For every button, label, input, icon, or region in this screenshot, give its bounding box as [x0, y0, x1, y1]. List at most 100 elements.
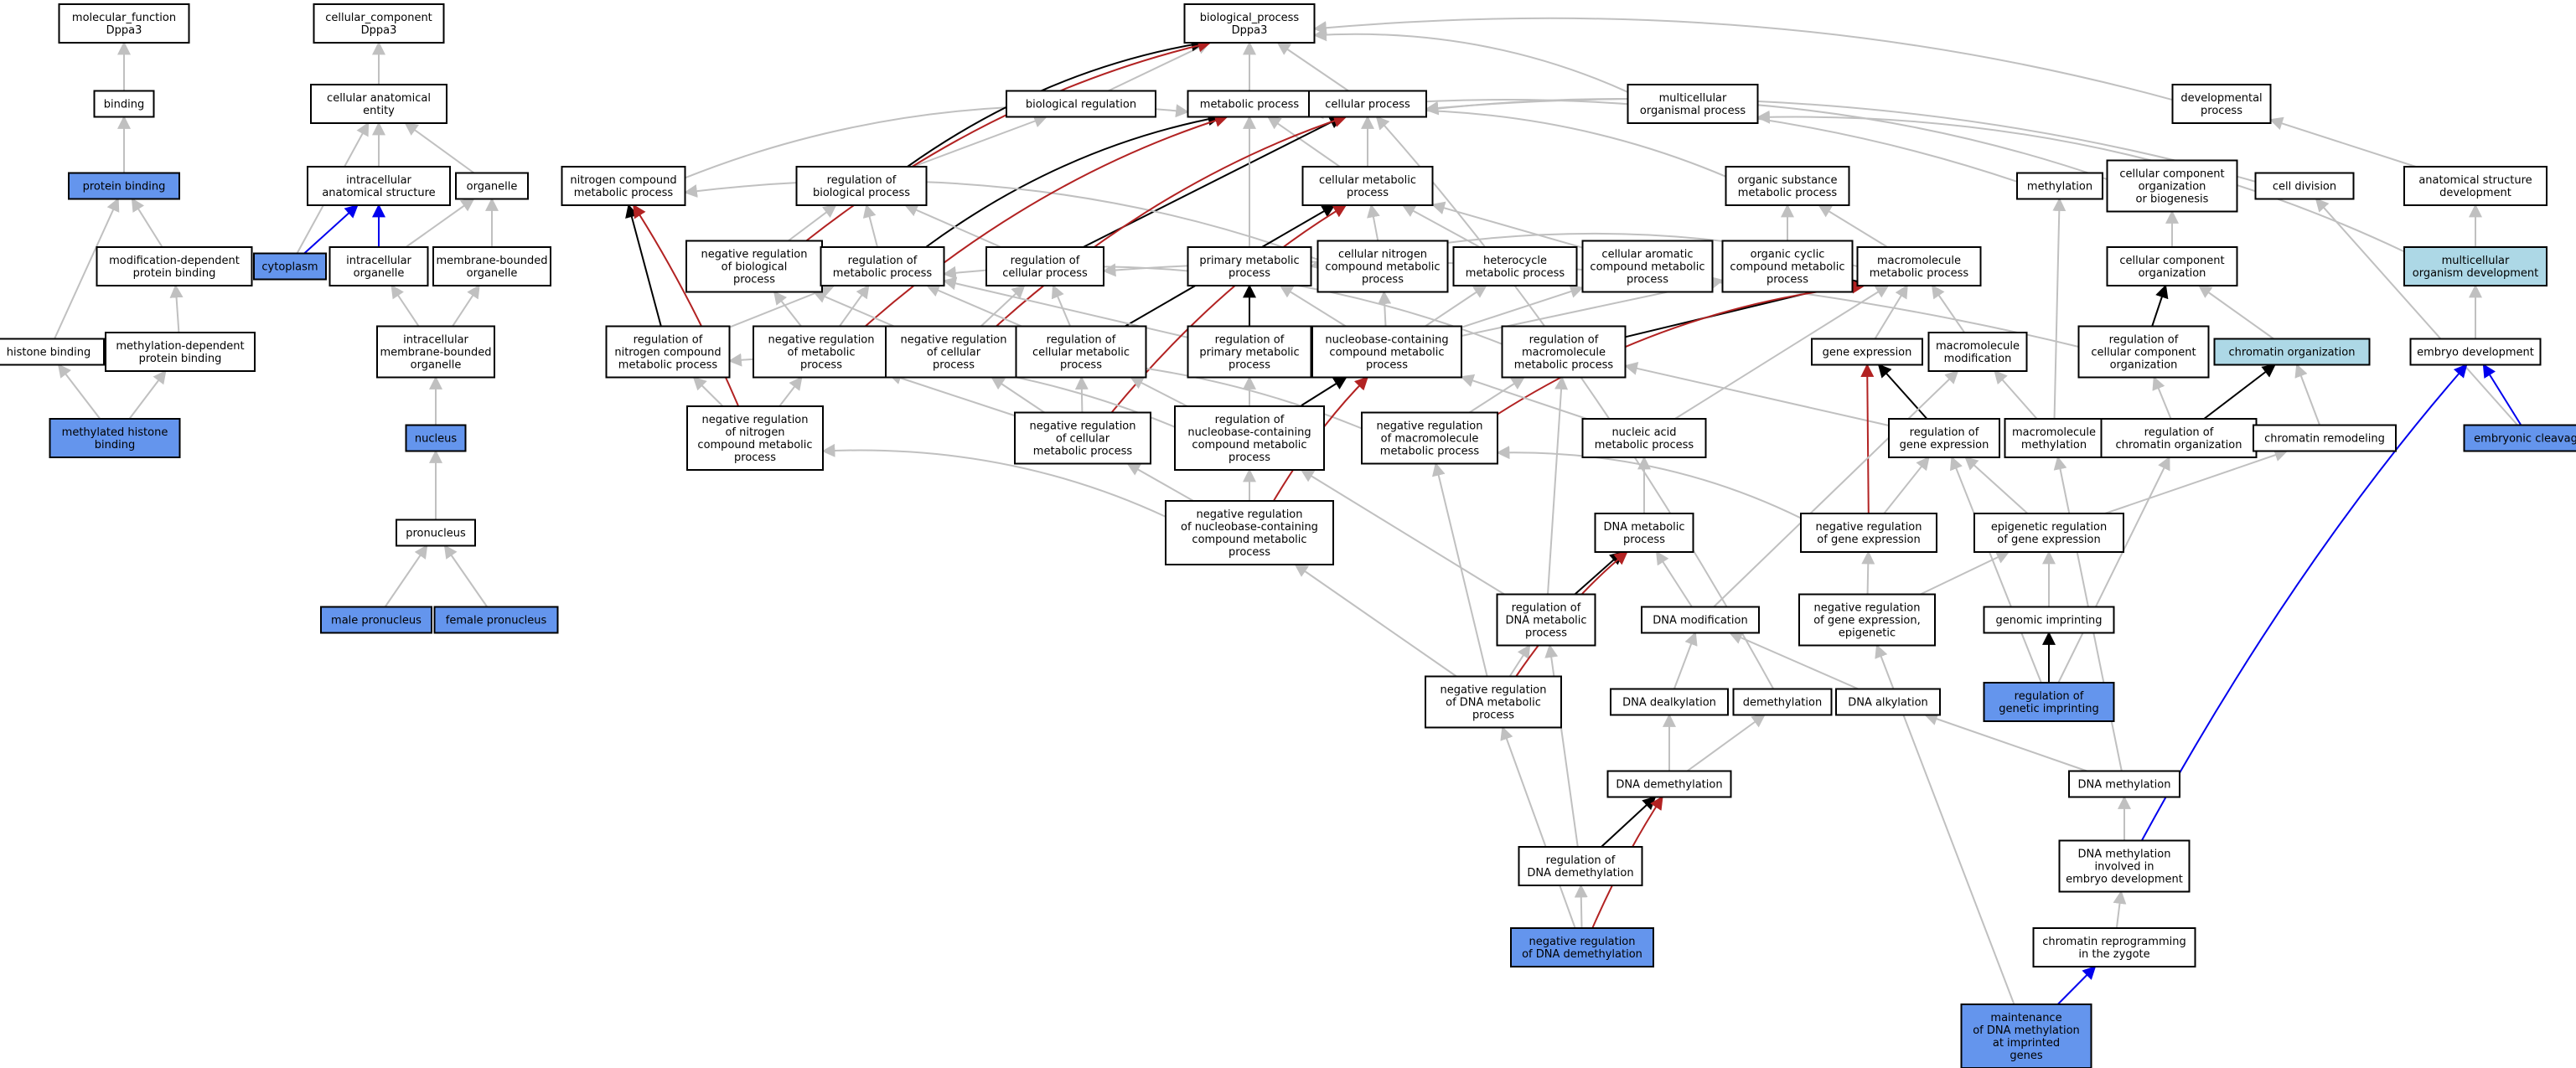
node-box [1301, 166, 1434, 206]
go-term-node-histone-binding[interactable]: histone binding [0, 338, 105, 366]
go-term-node-metabolic[interactable]: metabolic process [1187, 90, 1312, 118]
go-term-node-chromatin-remodeling[interactable]: chromatin remodeling [2253, 424, 2397, 452]
node-label-line: binding [95, 439, 135, 451]
node-label-line: demethylation [1743, 697, 1822, 709]
go-term-node-demethylation[interactable]: demethylation [1732, 688, 1833, 716]
edge-is-a [1312, 17, 2173, 101]
go-term-node-dna-mod[interactable]: DNA modification [1641, 606, 1760, 634]
go-term-node-cytoplasm[interactable]: cytoplasm [253, 252, 327, 281]
node-box [1798, 593, 1936, 647]
go-term-node-binding[interactable]: binding [93, 90, 155, 118]
go-term-node-female-pronucleus[interactable]: female pronucleus [433, 606, 559, 634]
node-label-line: metabolic process [1200, 99, 1300, 111]
edge-is-a [1461, 285, 1585, 328]
edge-is-a [384, 544, 428, 608]
go-term-node-gene-expression[interactable]: gene expression [1811, 338, 1923, 366]
node-label-line: cellular aromatic [1601, 249, 1693, 261]
go-term-node-dna-demethylation[interactable]: DNA demethylation [1606, 770, 1732, 798]
go-term-node-embryonic-cleavage[interactable]: embryonic cleavage [2463, 424, 2576, 452]
go-term-node-cellular-process[interactable]: cellular process [1308, 90, 1427, 118]
go-term-node-dna-methylation[interactable]: DNA methylation [2068, 770, 2180, 798]
go-term-node-male-pronucleus[interactable]: male pronucleus [320, 606, 432, 634]
go-term-node-bio-reg[interactable]: biological regulation [1006, 90, 1156, 118]
go-term-node-genomic-imprinting[interactable]: genomic imprinting [1983, 606, 2115, 634]
go-term-node-reg-nucleobase-met[interactable]: regulation ofnucleobase-containingcompou… [1174, 405, 1325, 471]
go-term-node-chromatin-org[interactable]: chromatin organization [2213, 338, 2371, 366]
go-term-node-organelle[interactable]: organelle [455, 172, 529, 200]
edge-is-a [169, 284, 184, 333]
go-term-node-methylation[interactable]: methylation [2016, 172, 2103, 200]
go-term-node-dna-dealkylation[interactable]: DNA dealkylation [1610, 688, 1729, 716]
edge-is-a [683, 179, 1318, 261]
edge-is-a [1920, 551, 2010, 596]
go-term-node-cell-division[interactable]: cell division [2254, 172, 2355, 200]
go-term-node-nucleus[interactable]: nucleus [405, 424, 467, 452]
node-label-line: modification [1944, 353, 2012, 365]
go-term-node-protein-binding[interactable]: protein binding [68, 172, 180, 200]
go-term-node-embryo-dev[interactable]: embryo development [2409, 338, 2542, 366]
go-term-node-dna-alkylation[interactable]: DNA alkylation [1835, 688, 1941, 716]
go-term-node-pronucleus[interactable]: pronucleus [396, 519, 476, 547]
node-label-line: DNA alkylation [1848, 697, 1928, 709]
